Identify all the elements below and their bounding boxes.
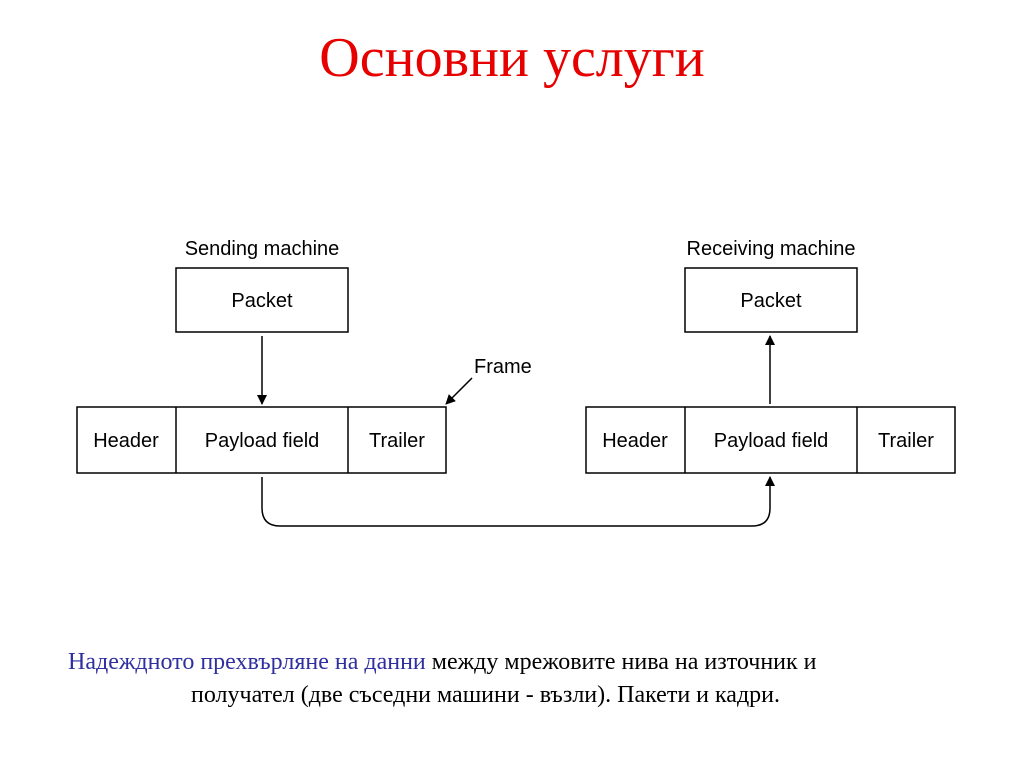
caption-line2: получател (две съседни машини - възли). … — [191, 682, 781, 708]
caption-paragraph: Надеждното прехвърляне на данни между мр… — [68, 646, 968, 712]
sending-machine-label: Sending machine — [185, 238, 340, 260]
receiving-packet-box — [684, 267, 858, 333]
sending-trailer-label: Trailer — [369, 430, 425, 452]
receiving-header-label: Header — [602, 430, 668, 452]
frame-pointer-arrow — [445, 377, 473, 405]
sending-payload-label: Payload field — [205, 430, 320, 452]
frame-label: Frame — [474, 356, 532, 378]
receiving-trailer-label: Trailer — [878, 430, 934, 452]
receiving-packet-label: Packet — [740, 290, 802, 312]
slide-title: Основни услуги — [319, 27, 705, 89]
sending-frame-box — [76, 406, 447, 474]
caption-line1-rest: между мрежовите нива на източник и — [425, 649, 817, 675]
caption-highlight: Надеждното прехвърляне на данни — [68, 649, 426, 675]
transmission-path-arrow — [261, 476, 775, 527]
sending-packet-label: Packet — [231, 290, 293, 312]
sending-header-label: Header — [93, 430, 159, 452]
receiving-payload-label: Payload field — [714, 430, 829, 452]
sending-packet-box — [175, 267, 349, 333]
receiving-machine-label: Receiving machine — [687, 238, 856, 260]
receiving-frame-box — [585, 406, 956, 474]
